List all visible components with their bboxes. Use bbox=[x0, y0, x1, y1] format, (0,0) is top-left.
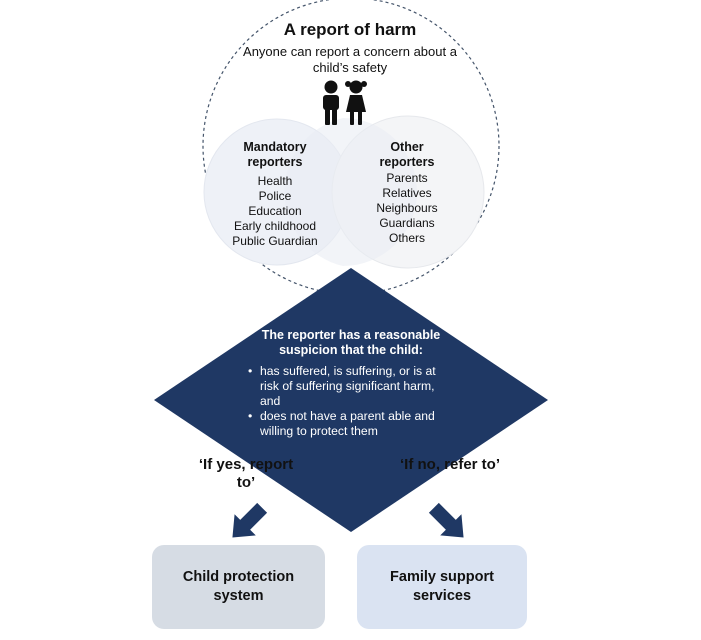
venn-overlap bbox=[284, 118, 417, 266]
mandatory-reporters-group: Mandatory reporters Health Police Educat… bbox=[215, 140, 335, 249]
criteria-block: The reporter has a reasonable suspicion … bbox=[248, 328, 454, 439]
children-icon bbox=[323, 80, 367, 125]
branch-no-label: ‘If no, refer to’ bbox=[400, 456, 501, 473]
criteria-heading: The reporter has a reasonable suspicion … bbox=[261, 328, 441, 357]
child-protection-label: Child protection system bbox=[182, 569, 295, 604]
criteria-item: has suffered, is suffering, or is at ris… bbox=[248, 364, 454, 409]
list-item: Relatives bbox=[382, 186, 432, 200]
list-item: Early childhood bbox=[233, 219, 317, 233]
criteria-item: does not have a parent able and willing … bbox=[248, 409, 454, 439]
list-item: Health bbox=[257, 174, 293, 188]
list-item: Public Guardian bbox=[232, 234, 318, 248]
family-support-label: Family support services bbox=[390, 569, 494, 604]
child-protection-box: Child protection system bbox=[152, 545, 325, 629]
list-item: Guardians bbox=[379, 216, 435, 230]
other-reporters-heading: Other reporters bbox=[379, 140, 435, 169]
diagram-subtitle: Anyone can report a concern about a chil… bbox=[243, 44, 457, 75]
mandatory-reporters-list: Health Police Education Early childhood … bbox=[215, 174, 335, 249]
other-reporters-list: Parents Relatives Neighbours Guardians O… bbox=[352, 171, 462, 246]
arrow-down-right-icon bbox=[428, 502, 464, 538]
list-item: Neighbours bbox=[376, 201, 438, 215]
other-reporters-group: Other reporters Parents Relatives Neighb… bbox=[352, 140, 462, 246]
branch-yes-label: ‘If yes, report to’ bbox=[198, 456, 294, 491]
arrow-down-left-icon bbox=[232, 502, 268, 538]
family-support-box: Family support services bbox=[357, 545, 527, 629]
mandatory-reporters-heading: Mandatory reporters bbox=[243, 140, 307, 169]
list-item: Education bbox=[248, 204, 302, 218]
criteria-list: has suffered, is suffering, or is at ris… bbox=[248, 364, 454, 439]
list-item: Parents bbox=[386, 171, 428, 185]
diagram-title: A report of harm bbox=[283, 20, 417, 39]
list-item: Others bbox=[388, 231, 425, 245]
list-item: Police bbox=[258, 189, 292, 203]
